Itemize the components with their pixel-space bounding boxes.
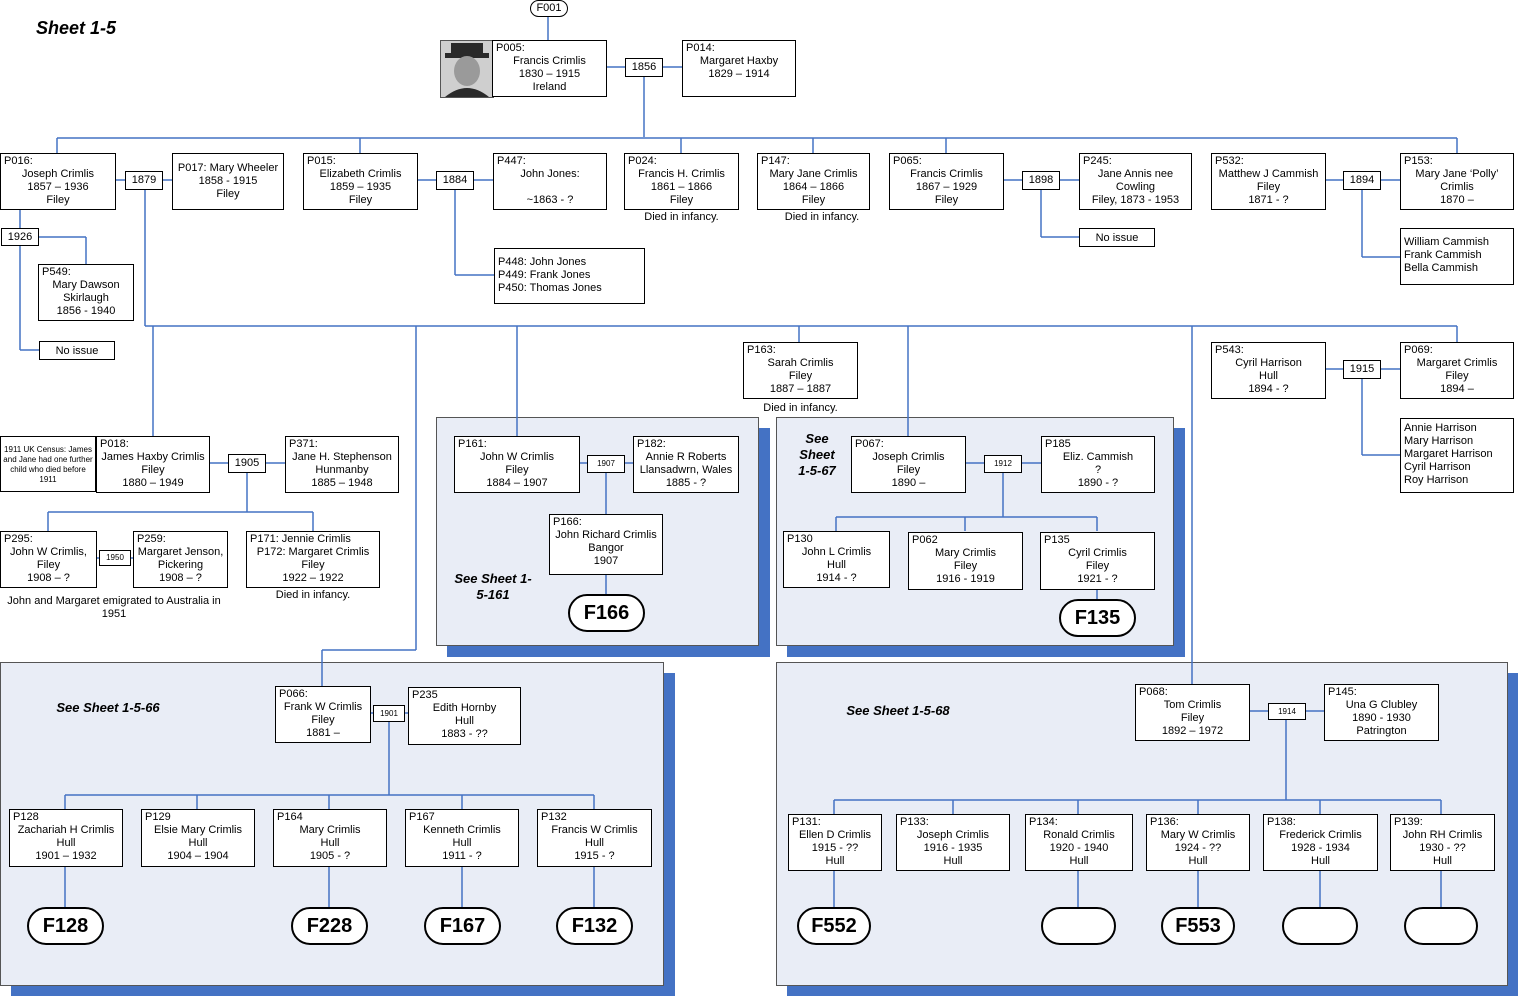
marriage-year-1912: 1912 bbox=[984, 455, 1022, 473]
emigration-note: John and Margaret emigrated to Australia… bbox=[7, 595, 221, 620]
marriage-year-1907: 1907 bbox=[587, 455, 625, 473]
marriage-year-1856: 1856 bbox=[625, 58, 663, 77]
family-ref-f552[interactable]: F552 bbox=[797, 907, 871, 945]
marriage-year-1898: 1898 bbox=[1022, 171, 1060, 190]
died-infancy-note: Died in infancy. bbox=[275, 589, 351, 601]
census-note: 1911 UK Census: James and Jane had one f… bbox=[0, 436, 96, 492]
sheet-title: Sheet 1-5 bbox=[36, 18, 117, 38]
family-ref-f167[interactable]: F167 bbox=[424, 907, 501, 945]
sheet-ref-1-5-66[interactable]: See Sheet 1-5-66 bbox=[56, 700, 160, 715]
no-issue-note: No issue bbox=[39, 341, 115, 360]
family-ref-f228[interactable]: F228 bbox=[291, 907, 368, 945]
family-ref-f132[interactable]: F132 bbox=[556, 907, 633, 945]
marriage-year-1879: 1879 bbox=[125, 171, 163, 190]
marriage-year-1905: 1905 bbox=[228, 454, 266, 473]
family-ref-blank[interactable] bbox=[1041, 907, 1116, 945]
marriage-year-1915: 1915 bbox=[1343, 360, 1381, 379]
died-infancy-note: Died in infancy. bbox=[644, 211, 719, 223]
sheet-ref-1-5-68[interactable]: See Sheet 1-5-68 bbox=[846, 703, 950, 718]
person-p447[interactable]: P447:John Jones:~1863 - ? bbox=[493, 153, 607, 210]
marriage-year-1914: 1914 bbox=[1268, 703, 1306, 720]
died-infancy-note: Died in infancy. bbox=[784, 211, 860, 223]
marriage-year-1950: 1950 bbox=[99, 550, 131, 566]
no-issue-note: No issue bbox=[1079, 228, 1155, 247]
family-ref-blank[interactable] bbox=[1282, 907, 1358, 945]
family-ref-f128[interactable]: F128 bbox=[27, 907, 104, 945]
died-infancy-note: Died in infancy. bbox=[763, 402, 838, 414]
family-ref-f135[interactable]: F135 bbox=[1059, 599, 1136, 637]
marriage-year-1884: 1884 bbox=[436, 171, 474, 190]
portrait-photo-icon bbox=[440, 40, 494, 98]
family-ref-f553[interactable]: F553 bbox=[1161, 907, 1235, 945]
sheet-ref-1-5-161[interactable]: See Sheet 1-5-161 bbox=[454, 571, 532, 602]
sheet-ref-1-5-67[interactable]: See Sheet 1-5-67 bbox=[798, 431, 836, 478]
family-ref-f001[interactable]: F001 bbox=[530, 0, 568, 17]
marriage-year-1894: 1894 bbox=[1343, 171, 1381, 190]
marriage-year-1926: 1926 bbox=[1, 228, 39, 246]
marriage-year-1901: 1901 bbox=[373, 705, 405, 722]
family-ref-f166[interactable]: F166 bbox=[568, 594, 645, 632]
family-ref-blank[interactable] bbox=[1404, 907, 1478, 945]
